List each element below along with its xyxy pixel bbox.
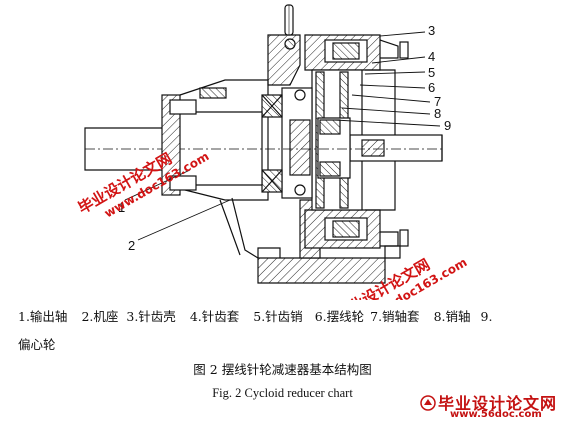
watermark-logo-icon bbox=[420, 395, 436, 411]
part-label: 9. bbox=[480, 309, 493, 324]
part-label: 3.针齿壳 bbox=[126, 309, 176, 324]
part-label: 6.摆线轮 bbox=[314, 309, 365, 324]
reducer-cross-section-drawing: 3 4 5 6 7 8 9 1 2 毕业设计论文网 www.doc163.com… bbox=[75, 4, 469, 300]
callout-8: 8 bbox=[434, 106, 441, 121]
corner-watermark-url: www.56doc.com bbox=[450, 409, 542, 420]
callout-9: 9 bbox=[444, 118, 451, 133]
part-label: 4.针齿套 bbox=[189, 309, 240, 324]
figure-caption-chinese: 图 2 摆线针轮减速器基本结构图 bbox=[193, 362, 372, 377]
corner-watermark: 毕业设计论文网 www.56doc.com bbox=[420, 393, 560, 420]
parts-legend-line-2: 偏心轮 bbox=[18, 334, 56, 353]
part-label: 偏心轮 bbox=[18, 337, 56, 352]
part-label: 7.销轴套 bbox=[370, 309, 420, 324]
base-foot bbox=[257, 257, 386, 284]
callout-5: 5 bbox=[428, 65, 435, 80]
callout-3: 3 bbox=[428, 23, 435, 38]
part-label: 5.针齿销 bbox=[253, 309, 303, 324]
callout-2: 2 bbox=[128, 238, 135, 253]
part-label: 1.输出轴 bbox=[18, 309, 68, 324]
callout-4: 4 bbox=[428, 49, 435, 64]
part-label: 8.销轴 bbox=[433, 309, 471, 324]
callout-1: 1 bbox=[118, 200, 125, 215]
callout-6: 6 bbox=[428, 80, 435, 95]
part-label: 2.机座 bbox=[81, 309, 119, 324]
figure-caption-english: Fig. 2 Cycloid reducer chart bbox=[212, 386, 353, 400]
parts-legend-line-1: 1.输出轴 2.机座 3.针齿壳 4.针齿套 5.针齿销 6.摆线轮 7.销轴套 8.销轴 9. bbox=[18, 306, 492, 325]
callout-7: 7 bbox=[434, 94, 441, 109]
corner-watermark-title: 毕业设计论文网 bbox=[438, 394, 558, 413]
